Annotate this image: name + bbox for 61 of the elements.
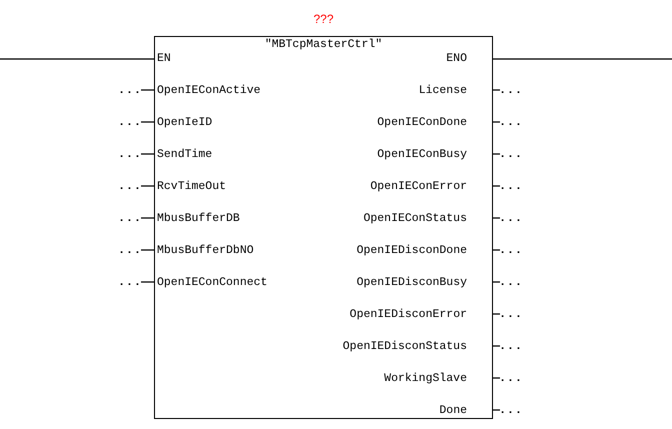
pin-name: OpenIEConDone [377, 116, 467, 130]
pin-line [141, 89, 154, 91]
unconnected-parameter: ... [500, 307, 522, 321]
pin-line [493, 249, 500, 251]
unconnected-parameter: ... [119, 147, 141, 161]
pin-name: OpenIEDisconStatus [342, 340, 467, 354]
unconnected-parameter: ... [500, 371, 522, 385]
unconnected-parameter: ... [500, 403, 522, 417]
pin-name: OpenIEDisconDone [356, 244, 467, 258]
pin-line [493, 409, 500, 411]
pin-line [493, 121, 500, 123]
pin-line [493, 185, 500, 187]
unconnected-parameter: ... [500, 339, 522, 353]
unconnected-parameter: ... [119, 243, 141, 257]
pin-name: OpenIEConError [370, 180, 467, 194]
unconnected-parameter: ... [119, 275, 141, 289]
pin-name: WorkingSlave [384, 372, 467, 386]
pin-line [493, 377, 500, 379]
pin-name: ENO [446, 52, 467, 66]
pin-line [141, 217, 154, 219]
pin-name: License [418, 84, 467, 98]
power-rail-line [0, 58, 154, 60]
pin-line [493, 345, 500, 347]
power-rail-line [493, 58, 672, 60]
pin-name: OpenIEDisconBusy [356, 276, 467, 290]
pin-name: OpenIEDisconError [350, 308, 467, 322]
unconnected-parameter: ... [500, 83, 522, 97]
unconnected-parameter: ... [119, 211, 141, 225]
pin-name: OpenIEConBusy [377, 148, 467, 162]
block-name: "MBTcpMasterCtrl" [264, 38, 384, 52]
pin-name: OpenIeID [157, 116, 212, 130]
unconnected-parameter: ... [500, 147, 522, 161]
pin-name: Done [439, 404, 467, 418]
unconnected-parameter: ... [500, 115, 522, 129]
pin-name: MbusBufferDbNO [157, 244, 254, 258]
pin-line [141, 153, 154, 155]
unconnected-parameter: ... [500, 211, 522, 225]
instance-name: ??? [312, 12, 335, 26]
unconnected-parameter: ... [119, 115, 141, 129]
unconnected-parameter: ... [119, 83, 141, 97]
unconnected-parameter: ... [119, 179, 141, 193]
unconnected-parameter: ... [500, 243, 522, 257]
pin-name: OpenIEConActive [157, 84, 261, 98]
pin-line [493, 217, 500, 219]
pin-line [493, 153, 500, 155]
unconnected-parameter: ... [500, 179, 522, 193]
pin-line [141, 281, 154, 283]
pin-line [141, 121, 154, 123]
pin-name: OpenIEConConnect [157, 276, 268, 290]
pin-name: SendTime [157, 148, 212, 162]
pin-name: RcvTimeOut [157, 180, 226, 194]
pin-name: OpenIEConStatus [363, 212, 467, 226]
unconnected-parameter: ... [500, 275, 522, 289]
pin-name: EN [157, 52, 171, 66]
pin-line [493, 281, 500, 283]
pin-line [141, 249, 154, 251]
pin-line [493, 313, 500, 315]
function-block [154, 36, 493, 419]
pin-line [141, 185, 154, 187]
pin-name: MbusBufferDB [157, 212, 240, 226]
pin-line [493, 89, 500, 91]
